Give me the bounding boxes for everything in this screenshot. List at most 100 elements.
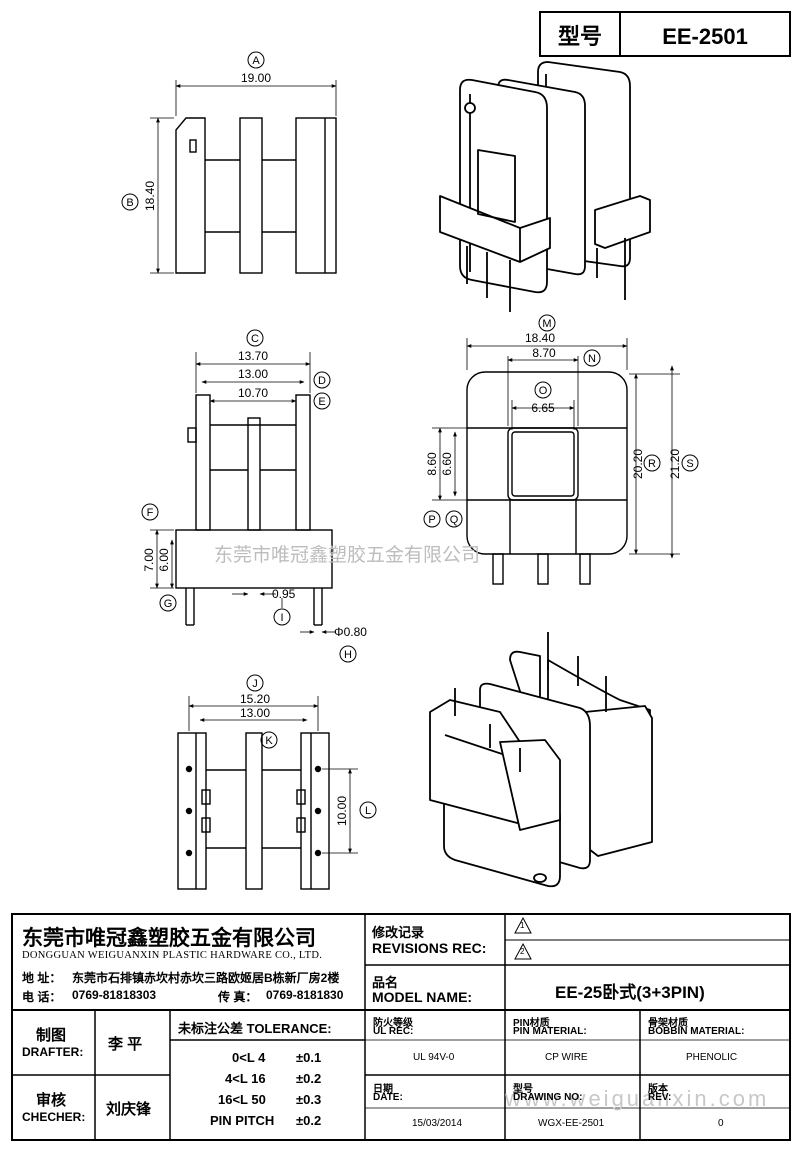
tolerance-value: ±0.2 <box>296 1113 322 1128</box>
svg-text:R: R <box>648 458 656 470</box>
drawing-no-label-cn: 型号 <box>513 1084 533 1095</box>
dim-label-O: O 6.65 <box>531 381 555 415</box>
svg-text:E: E <box>318 396 325 408</box>
view-side <box>150 352 336 634</box>
pin-material-value: CP WIRE <box>545 1052 588 1063</box>
svg-text:F: F <box>147 507 154 519</box>
dim-I-value: 0.95 <box>272 587 296 601</box>
view-isometric-bottom <box>429 632 653 888</box>
dim-label-F: F 7.00 <box>141 503 159 572</box>
svg-text:C: C <box>251 333 259 345</box>
fax-value: 0769-8181830 <box>266 988 344 1002</box>
svg-text:H: H <box>344 649 352 661</box>
svg-text:G: G <box>164 598 173 610</box>
tolerance-value: ±0.2 <box>296 1071 322 1086</box>
bobbin-material-label-cn: 骨架材质 <box>648 1018 688 1029</box>
view-front <box>150 80 337 274</box>
drawing-no-value: WGX-EE-2501 <box>538 1118 605 1129</box>
dim-label-S: S 21.20 <box>668 449 699 479</box>
company-name-cn: 东莞市唯冠鑫塑胶五金有限公司 <box>22 927 316 950</box>
checker-name: 刘庆锋 <box>106 1101 152 1118</box>
phone-label: 电 话： <box>22 990 62 1004</box>
tolerance-value: ±0.3 <box>296 1092 322 1107</box>
svg-text:A: A <box>252 55 260 67</box>
dim-P-value: 8.60 <box>425 452 439 476</box>
model-name-value: EE-25卧式(3+3PIN) <box>555 983 705 1002</box>
dim-label-H: Φ0.80 H <box>334 625 367 663</box>
dim-G-value: 6.00 <box>157 548 171 572</box>
model-name-label-en: MODEL NAME: <box>372 989 473 1005</box>
date-label-cn: 日期 <box>373 1084 393 1095</box>
header-model-value: EE-2501 <box>662 24 748 49</box>
tolerance-title: 未标注公差 TOLERANCE: <box>178 1021 332 1036</box>
svg-text:D: D <box>318 375 326 387</box>
view-isometric-top <box>439 61 651 312</box>
drawing-no-label-en: DRAWING NO: <box>513 1092 583 1103</box>
tolerance-range: 0<L 4 <box>232 1050 266 1065</box>
header-model-label: 型号 <box>558 24 602 49</box>
company-name-en: DONGGUAN WEIGUANXIN PLASTIC HARDWARE CO.… <box>22 950 323 961</box>
rev-label-en: REV: <box>648 1092 672 1103</box>
dim-N-value: 8.70 <box>532 346 556 360</box>
checker-label-en: CHECHER: <box>22 1110 86 1124</box>
view-bottom <box>177 696 358 890</box>
dim-label-R: R 20.20 <box>631 449 661 479</box>
bobbin-material-label-en: BOBBIN MATERIAL: <box>648 1026 745 1037</box>
drafter-name: 李 平 <box>108 1036 143 1053</box>
tolerance-range: 16<L 50 <box>218 1092 266 1107</box>
model-name-label-cn: 品名 <box>372 975 399 990</box>
svg-text:K: K <box>265 735 273 747</box>
dim-B-value: 18.40 <box>143 181 157 211</box>
svg-text:L: L <box>365 805 371 817</box>
rev-value: 0 <box>718 1118 724 1129</box>
drafter-label-en: DRAFTER: <box>22 1045 84 1059</box>
svg-text:O: O <box>539 385 548 397</box>
dim-label-P: P 8.60 <box>423 452 441 528</box>
dim-A-value: 19.00 <box>241 71 271 85</box>
dim-label-G: G 6.00 <box>157 548 177 612</box>
svg-text:S: S <box>686 458 693 470</box>
fax-label: 传 真： <box>218 990 258 1004</box>
dim-label-D: D 13.00 <box>238 367 331 389</box>
dim-K-value: 13.00 <box>240 706 270 720</box>
dim-M-value: 18.40 <box>525 331 555 345</box>
dim-label-E: E 10.70 <box>238 386 331 410</box>
dim-F-value: 7.00 <box>142 548 156 572</box>
revision-2-number: 2 <box>520 947 525 956</box>
rev-label-cn: 版本 <box>648 1084 668 1095</box>
address-value: 东莞市石排镇赤坎村赤坎三路欧姬居B栋新厂房2楼 <box>72 971 340 985</box>
dim-label-A: A 19.00 <box>241 51 271 85</box>
revisions-label-en: REVISIONS REC: <box>372 940 487 956</box>
revision-1-number: 1 <box>520 921 525 930</box>
svg-text:Q: Q <box>450 514 459 526</box>
date-label-en: DATE: <box>373 1092 403 1103</box>
header-model-box: 型号 EE-2501 <box>539 11 791 57</box>
dim-Q-value: 6.60 <box>440 452 454 476</box>
dim-label-K: K 13.00 <box>240 706 278 749</box>
tolerance-value: ±0.1 <box>296 1050 322 1065</box>
ul-label-cn: 防火等级 <box>373 1018 413 1029</box>
checker-label-cn: 审核 <box>36 1092 67 1109</box>
dim-J-value: 15.20 <box>240 692 270 706</box>
dim-C-value: 13.70 <box>238 349 268 363</box>
ul-label-en: UL REC: <box>373 1026 414 1037</box>
revisions-label-cn: 修改记录 <box>372 925 425 940</box>
dim-label-M: M 18.40 <box>525 314 556 345</box>
dim-label-L: L 10.00 <box>335 796 377 826</box>
dim-L-value: 10.00 <box>335 796 349 826</box>
date-value: 15/03/2014 <box>412 1118 463 1129</box>
ul-value: UL 94V-0 <box>413 1052 455 1063</box>
dim-O-value: 6.65 <box>531 401 555 415</box>
dim-label-C: C 13.70 <box>238 329 268 363</box>
pin-material-label-en: PIN MATERIAL: <box>513 1026 587 1037</box>
dim-label-Q: Q 6.60 <box>440 452 463 528</box>
dim-E-value: 10.70 <box>238 386 268 400</box>
svg-text:M: M <box>542 318 551 330</box>
title-block-grid <box>11 913 791 1141</box>
dim-label-B: B 18.40 <box>121 181 157 211</box>
address-label: 地 址： <box>22 971 62 985</box>
view-end <box>432 338 680 585</box>
dim-D-value: 13.00 <box>238 367 268 381</box>
dim-label-J: J 15.20 <box>240 674 270 706</box>
